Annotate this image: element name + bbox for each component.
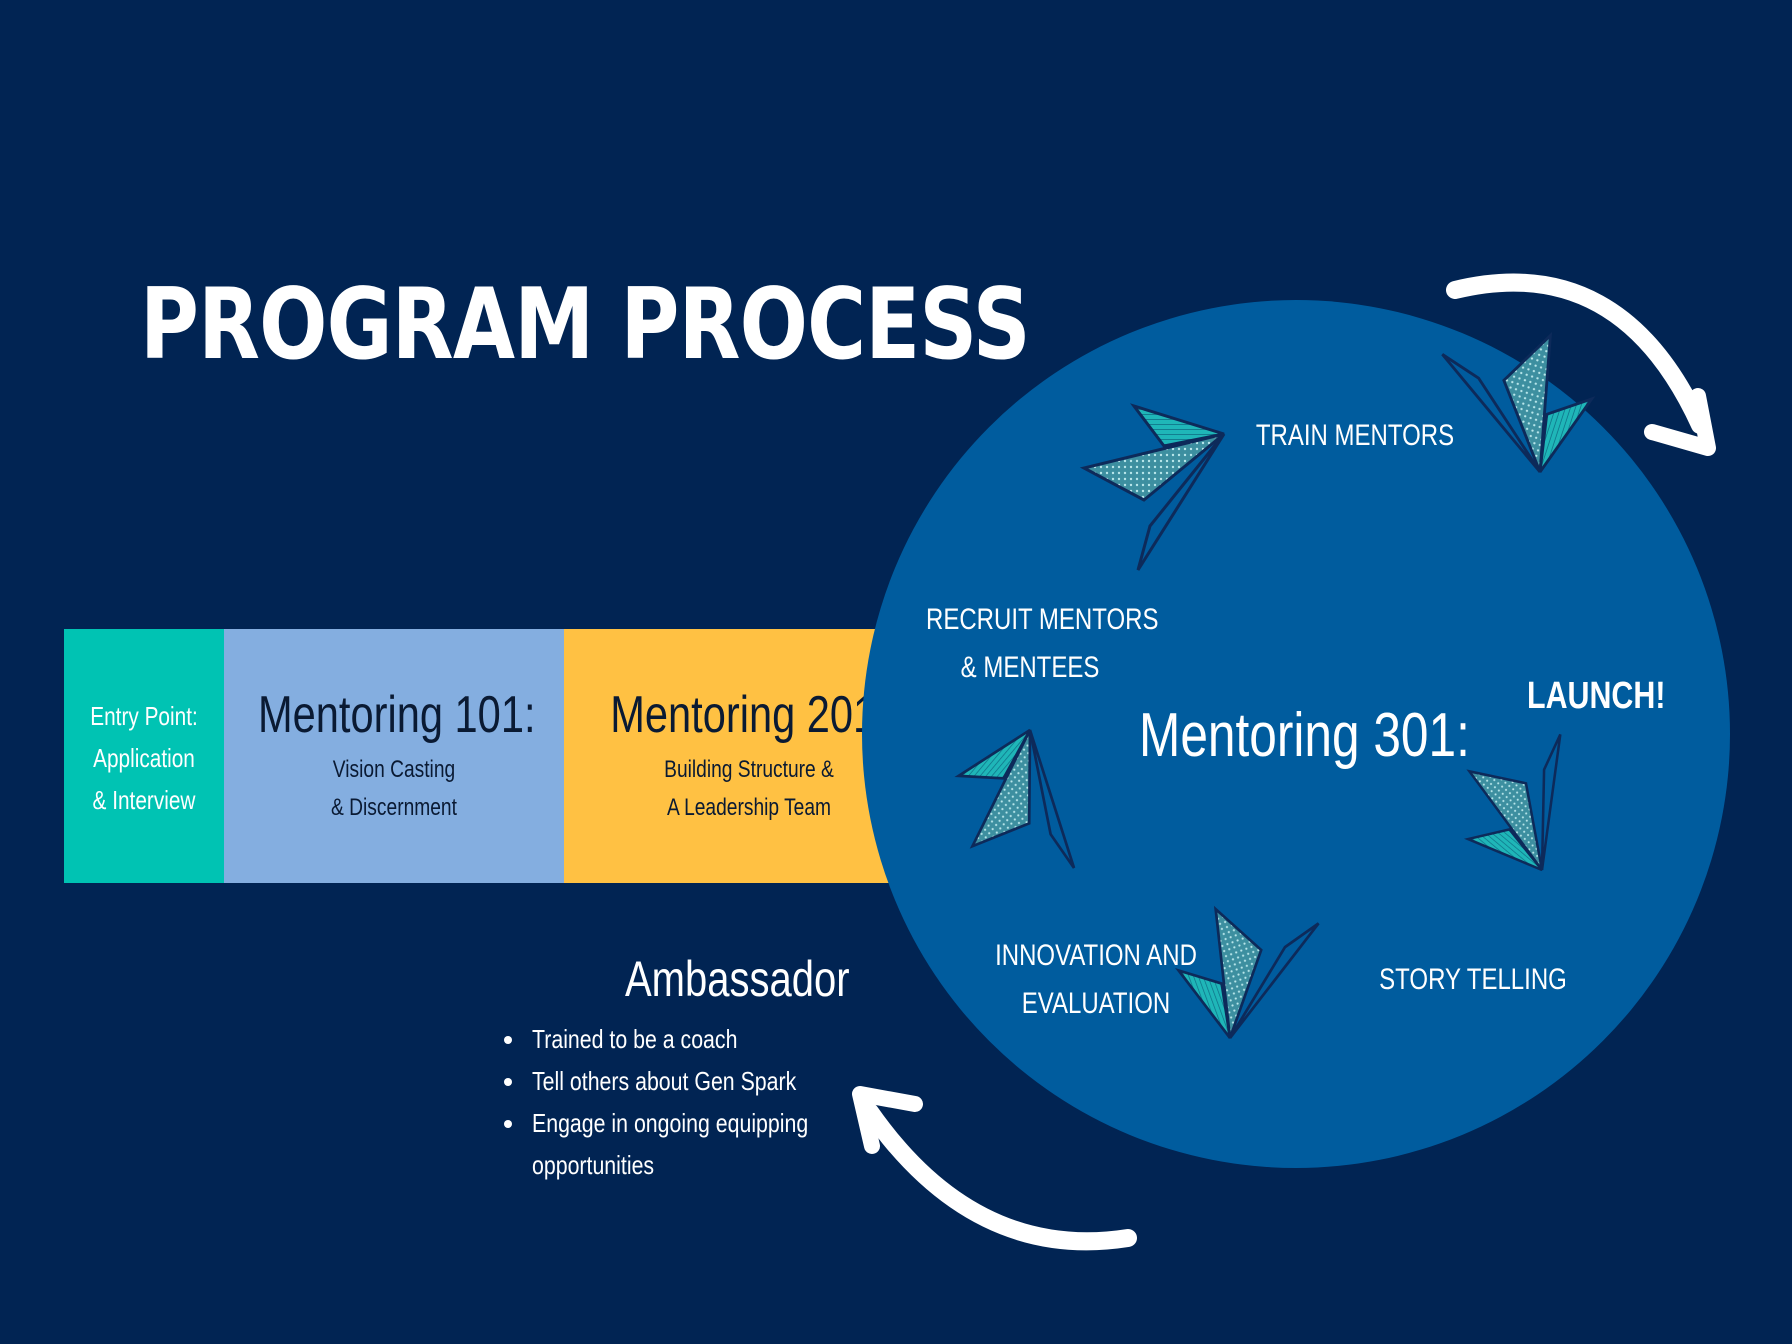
entry-point-block: Entry Point: Application & Interview [64, 629, 224, 883]
step-recruit-line-1: RECRUIT MENTORS [926, 603, 1159, 636]
entry-line-1: Entry Point: [90, 701, 198, 731]
mentoring-101-sub-2: & Discernment [331, 794, 457, 821]
curved-arrow-icon [852, 1086, 1137, 1251]
step-innovation-line-1: INNOVATION AND [995, 939, 1197, 972]
ambassador-list: Trained to be a coach Tell others about … [498, 1018, 858, 1186]
list-item: Tell others about Gen Spark [498, 1060, 858, 1102]
step-innovation: INNOVATION AND EVALUATION [966, 932, 1226, 1028]
mentoring-201-block: Mentoring 201: Building Structure & A Le… [564, 629, 894, 883]
ambassador-title: Ambassador [625, 951, 850, 1007]
mentoring-101-sub-1: Vision Casting [332, 756, 456, 783]
mentoring-301-title: Mentoring 301: [1139, 701, 1470, 770]
mentoring-201-sub-1: Building Structure & [664, 756, 834, 783]
mentoring-101-block: Mentoring 101: Vision Casting & Discernm… [224, 629, 564, 883]
step-innovation-line-2: EVALUATION [1021, 987, 1171, 1020]
list-item: Engage in ongoing equipping [498, 1102, 858, 1144]
mentoring-101-title: Mentoring 101: [258, 686, 536, 744]
mentoring-201-title: Mentoring 201: [610, 686, 888, 744]
mentoring-301-circle [862, 300, 1730, 1168]
entry-line-3: & Interview [92, 785, 196, 815]
curved-arrow-icon [1446, 273, 1716, 456]
step-story-telling: STORY TELLING [1379, 963, 1567, 996]
step-launch: LAUNCH! [1527, 675, 1666, 717]
step-recruit: RECRUIT MENTORS & MENTEES [900, 596, 1160, 692]
list-item-continuation: opportunities [532, 1150, 655, 1180]
step-train-mentors: TRAIN MENTORS [1255, 419, 1455, 452]
page-title: PROGRAM PROCESS [140, 268, 1031, 382]
entry-line-2: Application [93, 743, 195, 773]
step-recruit-line-2: & MENTEES [960, 651, 1100, 684]
list-item: Trained to be a coach [498, 1018, 858, 1060]
mentoring-201-sub-2: A Leadership Team [666, 794, 832, 821]
